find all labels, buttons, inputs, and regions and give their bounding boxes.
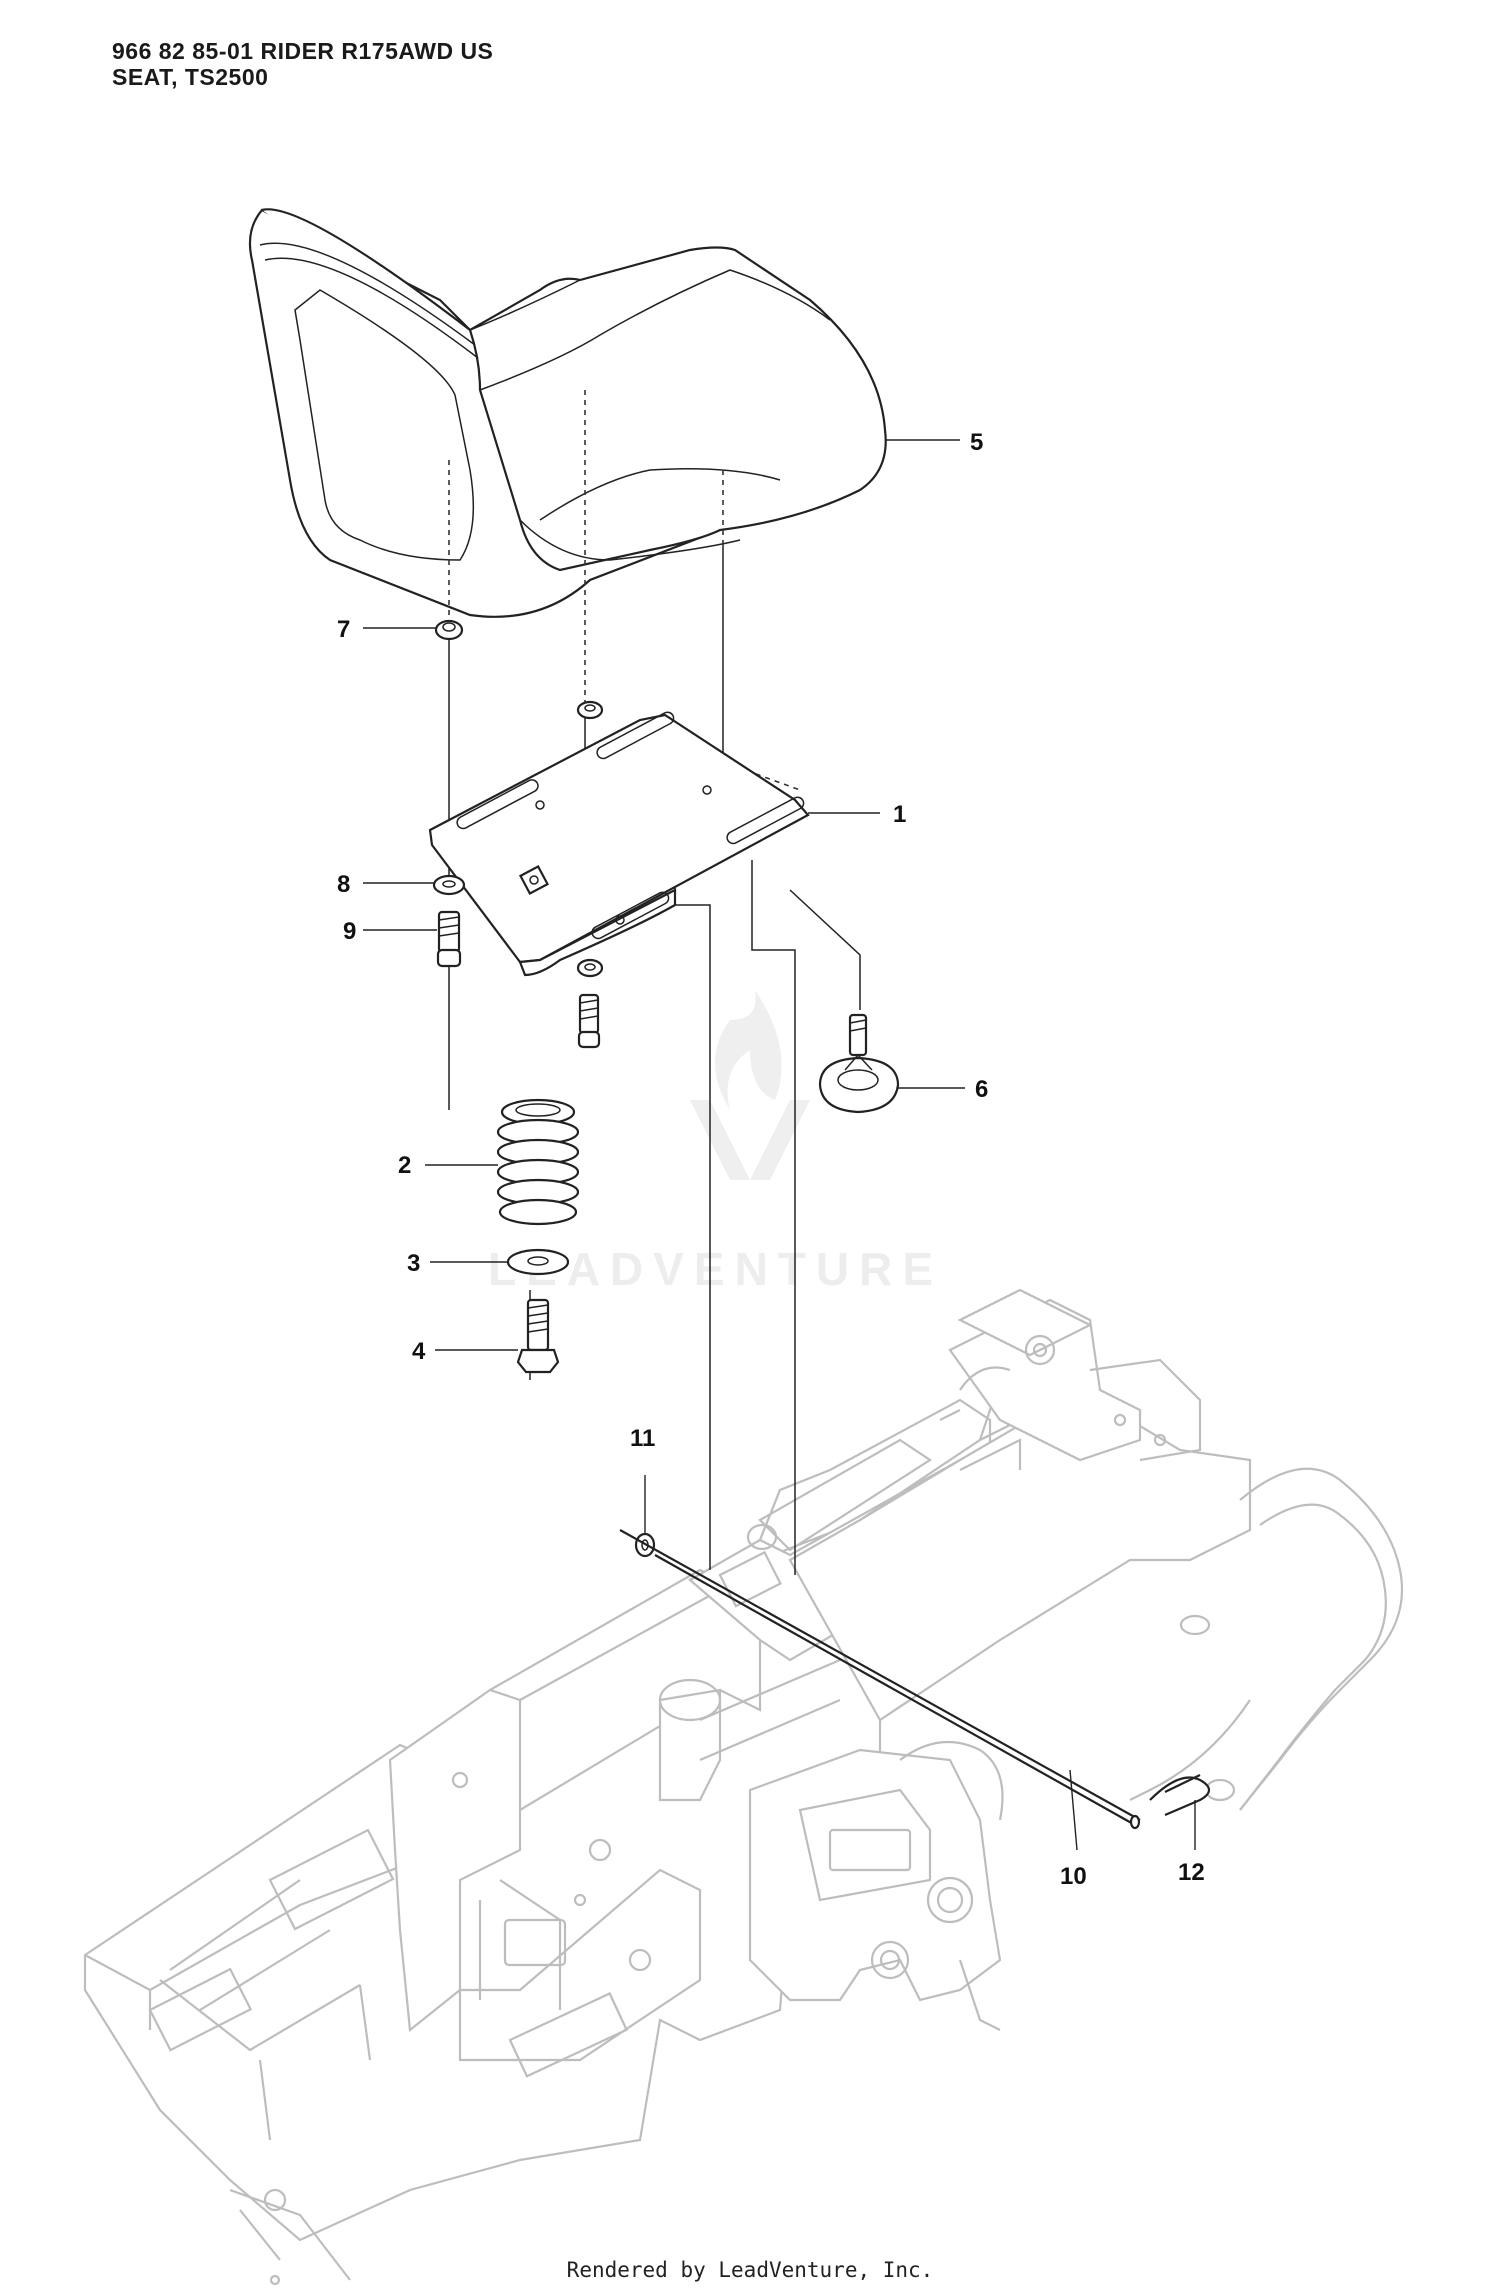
diagram-title-model: 966 82 85-01 RIDER R175AWD US <box>112 38 494 64</box>
leader-lines <box>363 439 1196 1851</box>
footer-credit: Rendered by LeadVenture, Inc. <box>566 2258 934 2282</box>
callout-8[interactable]: 8 <box>337 871 350 898</box>
seat-cushion <box>248 208 887 618</box>
callout-2[interactable]: 2 <box>398 1152 411 1179</box>
callout-3[interactable]: 3 <box>407 1250 420 1277</box>
spring <box>496 1098 580 1226</box>
callouts: 5 7 1 8 9 6 2 3 4 11 10 12 <box>337 429 1205 1890</box>
callout-10[interactable]: 10 <box>1060 1863 1087 1890</box>
callout-1[interactable]: 1 <box>893 801 906 828</box>
callout-5[interactable]: 5 <box>970 429 983 456</box>
chassis-frame <box>83 1288 1404 2286</box>
callout-11[interactable]: 11 <box>630 1425 655 1452</box>
callout-7[interactable]: 7 <box>337 616 350 643</box>
callout-12[interactable]: 12 <box>1178 1859 1205 1886</box>
callout-4[interactable]: 4 <box>412 1338 426 1365</box>
diagram-title-section: SEAT, TS2500 <box>112 64 269 90</box>
callout-9[interactable]: 9 <box>343 918 356 945</box>
hardware <box>432 619 1211 1830</box>
seat-plate <box>428 711 810 977</box>
callout-6[interactable]: 6 <box>975 1076 988 1103</box>
